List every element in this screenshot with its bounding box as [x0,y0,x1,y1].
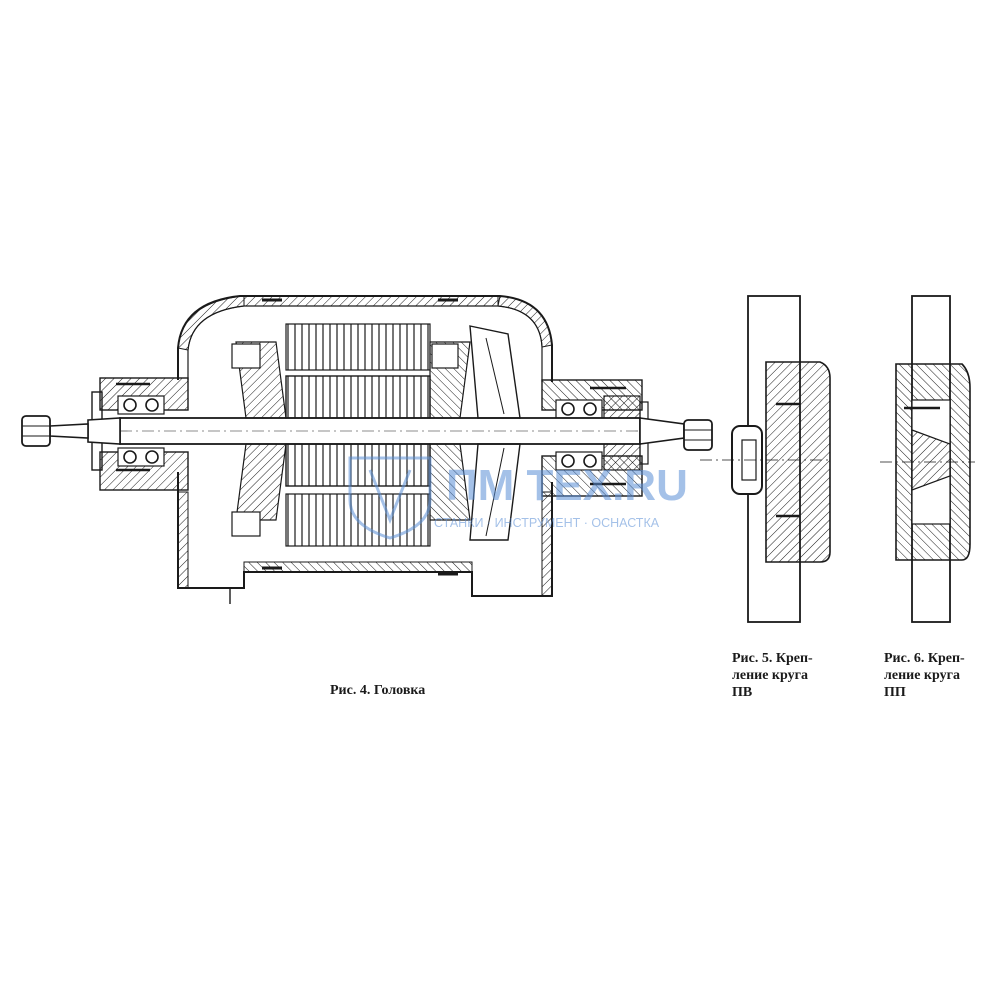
fig6-caption-line3: ПП [884,685,906,700]
fig6-caption: Рис. 6. Креп- ление круга ПП [884,650,994,701]
stator-end-windings [231,341,471,537]
fig4-caption: Рис. 4. Головка [330,682,425,699]
fig6-caption-line1: Рис. 6. Креп- [884,651,965,666]
left-shaft-nut [21,415,51,447]
cooling-fan [469,325,521,541]
fig4-caption-text: Рис. 4. Головка [330,683,426,698]
fig5-caption: Рис. 5. Креп- ление круга ПВ [732,650,842,701]
fig6-caption-line2: ление круга [884,668,960,683]
fig5-caption-line1: Рис. 5. Креп- [732,651,813,666]
right-shaft-nut [683,419,713,451]
housing-bolts [116,382,626,486]
housing-dome [177,295,553,382]
watermark-tagline: СТАНКИ · ИНСТРУМЕНТ · ОСНАСТКА [434,516,660,530]
shield-icon [348,456,432,540]
housing-lower [177,472,553,604]
watermark-brand: ПМ ТЕХ.RU [446,461,688,510]
fig5-caption-line2: ление круга [732,668,808,683]
left-bearing-housing [91,377,189,491]
fig5-caption-line3: ПВ [732,685,753,700]
rotor-core [285,323,431,547]
